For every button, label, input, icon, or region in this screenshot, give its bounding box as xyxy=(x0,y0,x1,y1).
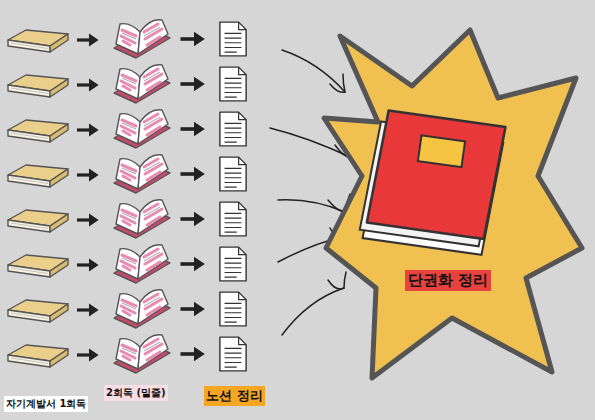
open-book xyxy=(114,335,170,373)
open-book xyxy=(114,290,170,328)
document xyxy=(220,157,246,191)
step-arrow xyxy=(77,169,99,182)
document xyxy=(220,337,246,371)
open-book xyxy=(114,200,170,238)
step-arrow xyxy=(77,259,99,272)
open-book xyxy=(114,20,170,58)
step-arrow xyxy=(77,34,99,47)
step-arrow xyxy=(181,167,205,181)
step-arrow xyxy=(77,214,99,227)
document xyxy=(220,247,246,281)
step-arrow xyxy=(181,302,205,316)
step-arrow xyxy=(77,304,99,317)
document xyxy=(220,67,246,101)
closed-book xyxy=(8,345,68,367)
step-arrow xyxy=(181,347,205,361)
step-arrow xyxy=(181,122,205,136)
step-arrow xyxy=(181,257,205,271)
open-book xyxy=(114,65,170,103)
node-title: 단권화 정리 xyxy=(405,270,491,291)
document xyxy=(220,112,246,146)
closed-book xyxy=(8,75,68,97)
starburst: 단권화 정리 xyxy=(320,26,588,388)
step-arrow xyxy=(77,124,99,137)
closed-book xyxy=(8,255,68,277)
closed-book xyxy=(8,120,68,142)
step-arrow xyxy=(181,32,205,46)
document xyxy=(220,292,246,326)
step-arrow xyxy=(181,212,205,226)
column-label: 2회독 (밑줄) xyxy=(104,385,168,401)
document xyxy=(220,202,246,236)
burst-outline xyxy=(320,26,588,388)
step-arrow xyxy=(181,77,205,91)
open-book xyxy=(114,110,170,148)
open-book xyxy=(114,245,170,283)
step-arrow xyxy=(77,349,99,362)
closed-book xyxy=(8,300,68,322)
column-label: 노션 정리 xyxy=(204,386,265,406)
closed-book xyxy=(8,165,68,187)
column-label: 자기계발서 1회독 xyxy=(4,396,88,412)
open-book xyxy=(114,155,170,193)
document xyxy=(220,22,246,56)
closed-book xyxy=(8,210,68,232)
closed-book xyxy=(8,30,68,52)
step-arrow xyxy=(77,79,99,92)
